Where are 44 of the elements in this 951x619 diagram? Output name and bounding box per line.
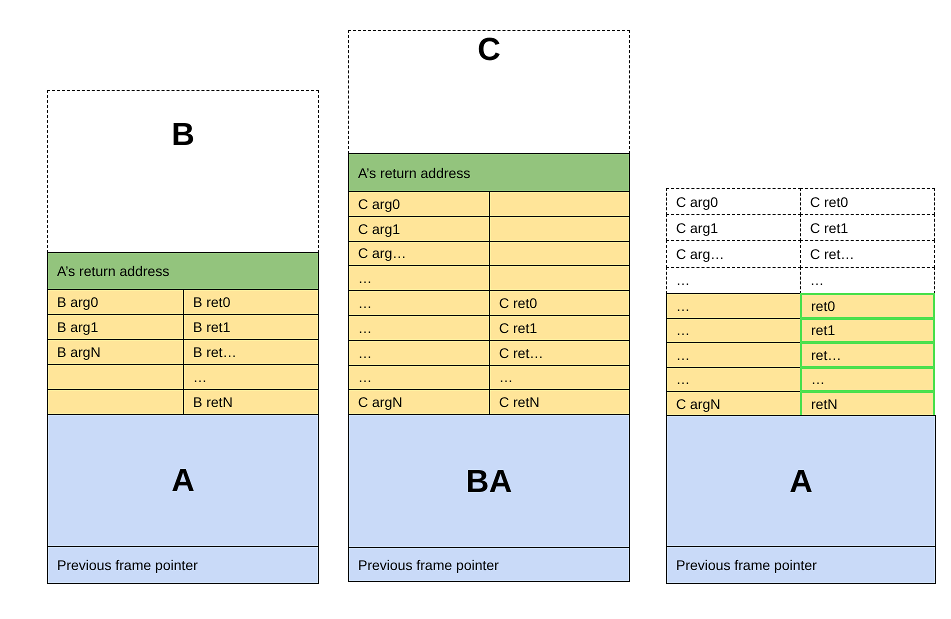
stack-slot: …	[489, 364, 630, 390]
stack-slot: Previous frame pointer	[348, 547, 630, 582]
stack-slot: A’s return address	[47, 252, 319, 290]
stack-slot: …	[183, 364, 319, 390]
stack-slot: …	[800, 366, 935, 392]
stack-slot: B ret0	[183, 289, 319, 315]
stack-slot: B ret…	[183, 339, 319, 365]
stack-slot: A’s return address	[348, 153, 630, 192]
stack-frame: BA	[348, 414, 630, 548]
stack-slot: ret0	[800, 293, 935, 318]
stack-slot: …	[348, 290, 490, 316]
stack-slot: C arg…	[348, 240, 490, 266]
stack-slot: B argN	[47, 339, 184, 365]
stack-slot: C ret1	[489, 315, 630, 341]
stack-slot: …	[348, 364, 490, 390]
stack-slot: C retN	[489, 389, 630, 416]
stack-slot: Previous frame pointer	[47, 546, 319, 584]
stack-frame: A	[47, 414, 319, 547]
stack-slot: C ret0	[800, 188, 935, 216]
stack-slot: …	[666, 366, 801, 392]
stack-slot: C arg0	[348, 191, 490, 217]
stack-slot: C argN	[348, 389, 490, 416]
stack-slot: …	[348, 265, 490, 292]
stack-slot: B retN	[183, 389, 319, 415]
stack-slot: …	[348, 340, 490, 366]
stack-frame: A	[666, 415, 936, 547]
stack-slot: …	[666, 293, 801, 318]
stack-slot: ret1	[800, 318, 935, 343]
stack-frame: B	[47, 90, 319, 253]
stack-slot: B ret1	[183, 314, 319, 340]
stack-slot: …	[666, 318, 801, 343]
stack-slot: C argN	[666, 391, 801, 416]
stack-slot: C arg1	[348, 216, 490, 242]
stack-slot: retN	[800, 391, 935, 416]
stack-slot: Previous frame pointer	[666, 546, 936, 584]
stack-slot: …	[348, 315, 490, 341]
stack-slot: B arg0	[47, 289, 184, 315]
stack-slot: B arg1	[47, 314, 184, 340]
stack-slot: …	[666, 342, 801, 368]
stack-slot: C ret…	[489, 340, 630, 366]
stack-slot: C arg0	[666, 188, 801, 216]
stack-frame: C	[348, 30, 630, 154]
stack-slot: C ret0	[489, 290, 630, 316]
stack-slot: ret…	[800, 342, 935, 368]
